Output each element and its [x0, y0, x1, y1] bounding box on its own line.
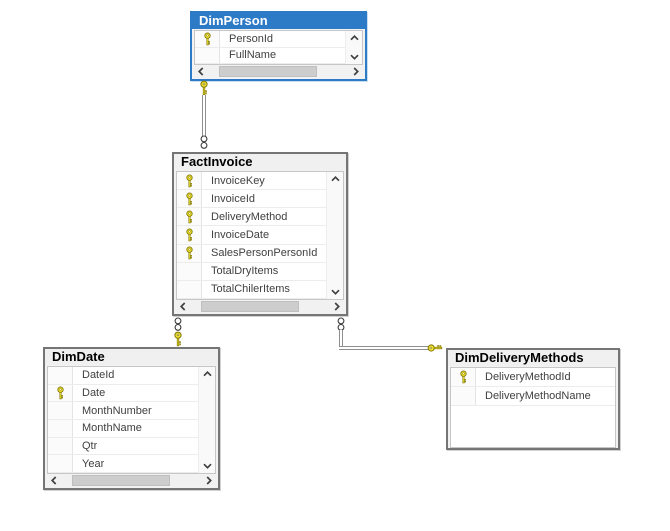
relationship-line[interactable]: [339, 346, 432, 350]
relationship-line[interactable]: [339, 330, 343, 347]
column-row-deliverymethod[interactable]: DeliveryMethod: [177, 208, 326, 227]
one-end-key-icon: [173, 331, 183, 347]
scroll-thumb[interactable]: [219, 66, 318, 77]
many-end-infinity-icon: [174, 317, 182, 332]
column-row-totalchileritems[interactable]: TotalChilerItems: [177, 280, 326, 299]
primary-key-icon: [177, 172, 202, 190]
column-name: FullName: [229, 49, 277, 62]
scroll-left-icon[interactable]: [194, 66, 208, 77]
primary-key-icon: [451, 368, 476, 386]
column-name: MonthName: [82, 422, 142, 435]
scroll-up-icon[interactable]: [346, 31, 362, 45]
scroll-up-icon[interactable]: [327, 172, 343, 186]
horizontal-scrollbar[interactable]: [47, 475, 216, 486]
column-name: Qtr: [82, 440, 98, 453]
column-row-salespersonpersonid[interactable]: SalesPersonPersonId: [177, 244, 326, 263]
scroll-up-icon[interactable]: [199, 367, 215, 381]
one-end-key-icon: [199, 80, 209, 96]
gutter-cell: [48, 420, 73, 437]
column-name: TotalDryItems: [211, 265, 279, 278]
table-title[interactable]: DimDate: [45, 349, 218, 365]
gutter-cell: [48, 402, 73, 420]
scroll-down-icon[interactable]: [327, 285, 343, 299]
scroll-down-icon[interactable]: [346, 50, 362, 64]
column-name: MonthNumber: [82, 404, 152, 417]
column-row-totaldryitems[interactable]: TotalDryItems: [177, 262, 326, 281]
gutter-cell: [48, 367, 73, 384]
gutter-cell: [48, 437, 73, 455]
vertical-scrollbar[interactable]: [326, 172, 343, 299]
column-name: DeliveryMethodId: [485, 371, 571, 383]
column-row-deliverymethodid[interactable]: DeliveryMethodId: [451, 368, 615, 387]
column-row-invoicekey[interactable]: InvoiceKey: [177, 172, 326, 191]
table-title[interactable]: DimDeliveryMethods: [448, 350, 618, 366]
horizontal-scrollbar[interactable]: [194, 66, 363, 77]
primary-key-icon: [177, 208, 202, 226]
primary-key-icon: [177, 244, 202, 262]
gutter-cell: [195, 47, 220, 63]
horizontal-scrollbar[interactable]: [176, 301, 344, 312]
column-name: SalesPersonPersonId: [211, 247, 318, 260]
table-title[interactable]: DimPerson: [192, 13, 365, 29]
vertical-scrollbar[interactable]: [345, 31, 362, 64]
vertical-scrollbar[interactable]: [198, 367, 215, 473]
column-row-qtr[interactable]: Qtr: [48, 437, 198, 456]
column-row-monthname[interactable]: MonthName: [48, 420, 198, 438]
scroll-right-icon[interactable]: [349, 66, 363, 77]
column-row-fullname[interactable]: FullName: [195, 47, 345, 64]
gutter-cell: [177, 280, 202, 298]
scroll-down-icon[interactable]: [199, 459, 215, 473]
column-row-year[interactable]: Year: [48, 455, 198, 474]
gutter-cell: [451, 387, 476, 405]
primary-key-icon: [177, 226, 202, 244]
column-name: DeliveryMethod: [211, 210, 288, 223]
column-name: DeliveryMethodName: [485, 390, 591, 402]
column-row-deliverymethodname[interactable]: DeliveryMethodName: [451, 387, 615, 406]
column-row-invoicedate[interactable]: InvoiceDate: [177, 226, 326, 245]
relationship-line[interactable]: [202, 95, 206, 136]
column-name: Date: [82, 387, 106, 399]
column-name: TotalChilerItems: [211, 283, 290, 296]
scroll-left-icon[interactable]: [176, 301, 190, 312]
scroll-thumb[interactable]: [72, 475, 171, 486]
many-end-infinity-icon: [200, 135, 208, 150]
column-row-invoiceid[interactable]: InvoiceId: [177, 190, 326, 209]
primary-key-icon: [177, 190, 202, 208]
column-name: InvoiceId: [211, 192, 256, 205]
column-name: DateId: [82, 369, 115, 382]
primary-key-icon: [195, 31, 220, 47]
gutter-cell: [177, 262, 202, 280]
column-name: Year: [82, 457, 105, 470]
column-row-monthnumber[interactable]: MonthNumber: [48, 402, 198, 421]
column-name: PersonId: [229, 32, 274, 45]
column-row-personid[interactable]: PersonId: [195, 31, 345, 48]
gutter-cell: [48, 455, 73, 473]
table-title[interactable]: FactInvoice: [174, 154, 346, 170]
column-name: InvoiceKey: [211, 174, 265, 187]
scroll-thumb[interactable]: [201, 301, 299, 312]
one-end-key-icon: [427, 343, 443, 353]
column-row-date[interactable]: Date: [48, 384, 198, 403]
scroll-right-icon[interactable]: [202, 475, 216, 486]
column-name: InvoiceDate: [211, 228, 270, 241]
column-row-dateid[interactable]: DateId: [48, 367, 198, 385]
scroll-right-icon[interactable]: [330, 301, 344, 312]
primary-key-icon: [48, 384, 73, 402]
scroll-left-icon[interactable]: [47, 475, 61, 486]
